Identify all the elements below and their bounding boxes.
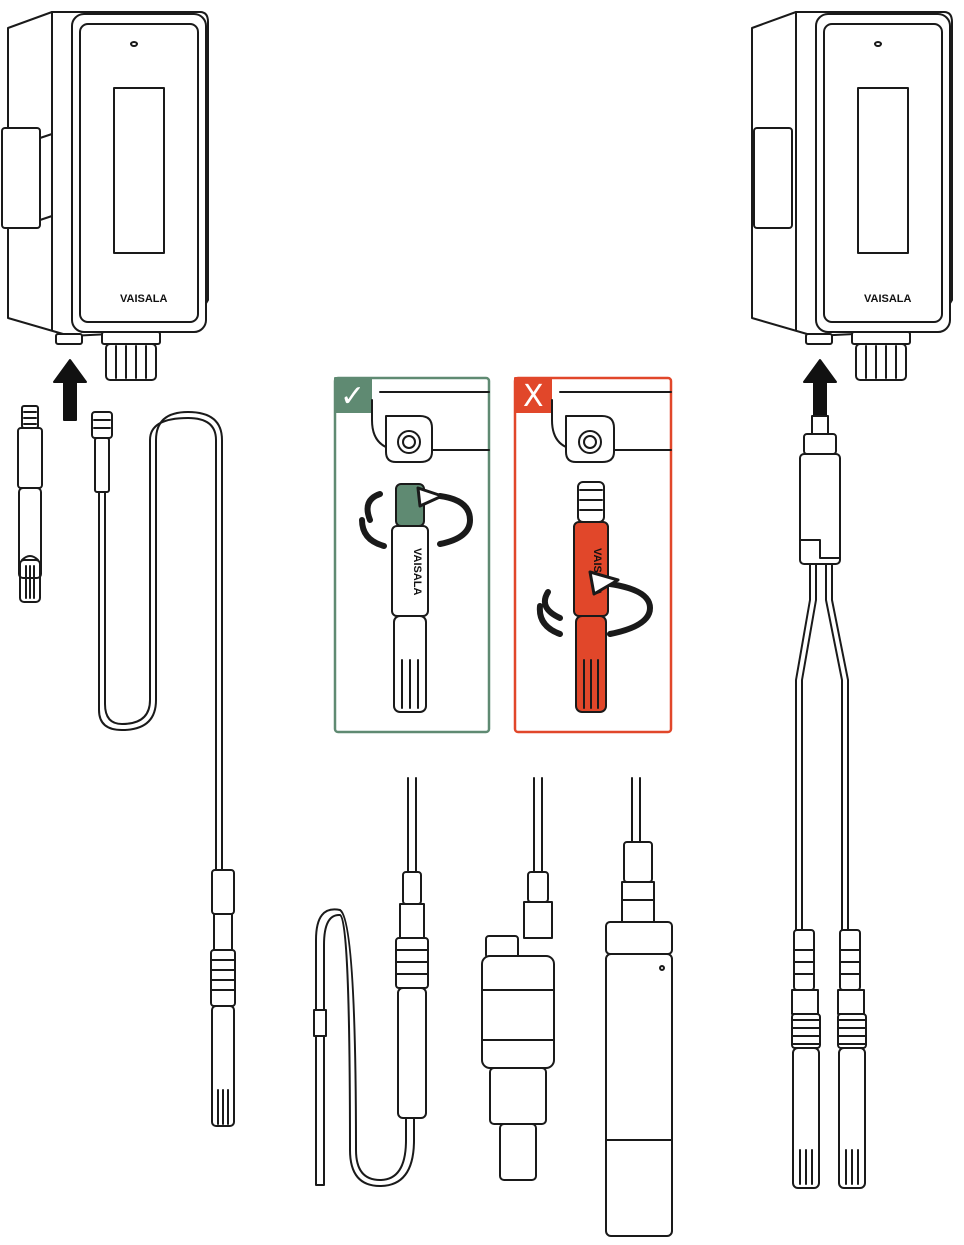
transmitter-right: VAISALA: [752, 12, 952, 380]
probe-small-left: [18, 406, 42, 602]
cable-gland-left: [102, 332, 160, 380]
probe-ok-logo: VAISALA: [411, 548, 423, 596]
brand-logo-right: VAISALA: [864, 293, 912, 305]
arrow-up-icon: [54, 360, 86, 420]
probe-co2: [606, 778, 672, 1236]
check-icon: ✓: [340, 379, 365, 414]
probe-temperature: [314, 778, 428, 1186]
panel-correct: ✓ VAISALA: [335, 378, 489, 732]
cable-probe-left: [92, 412, 235, 1126]
probe-pressure: [482, 778, 554, 1180]
panel-wrong: X VAISALA: [515, 378, 671, 732]
transmitter-left: VAISALA: [2, 12, 208, 380]
splitter-cable-right: [792, 416, 866, 1188]
cable-gland-right: [852, 332, 910, 380]
brand-logo-left: VAISALA: [120, 293, 168, 305]
cross-icon: X: [523, 379, 544, 414]
arrow-up-icon-right: [804, 360, 836, 416]
